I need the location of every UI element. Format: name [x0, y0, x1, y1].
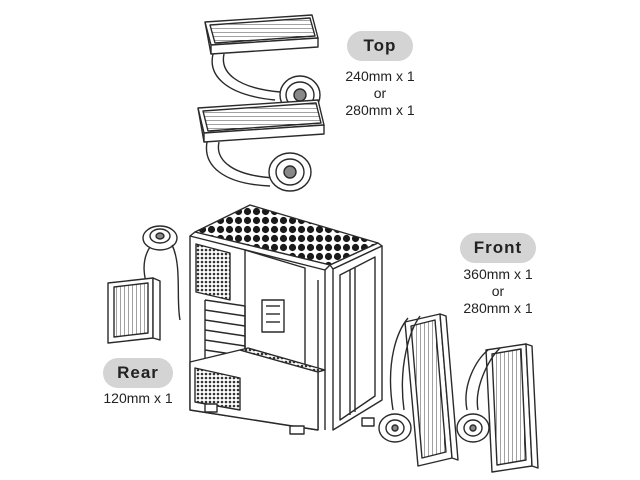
top-tubes-280	[205, 141, 277, 187]
top-spec-line-3: 280mm x 1	[345, 102, 415, 118]
front-radiator-360	[404, 313, 459, 467]
front-radiator-280	[485, 343, 539, 473]
front-tubes-280	[465, 347, 501, 411]
front-spec: 360mm x 1 or 280mm x 1	[453, 266, 543, 317]
front-pump-280	[456, 413, 490, 443]
front-pump-360	[378, 413, 412, 443]
rear-spec: 120mm x 1	[93, 390, 183, 407]
front-spec-line-1: 360mm x 1	[463, 266, 533, 282]
top-radiator-240	[204, 14, 319, 55]
top-spec: 240mm x 1 or 280mm x 1	[335, 68, 425, 119]
rear-pump	[142, 225, 178, 251]
front-spec-line-3: 280mm x 1	[463, 300, 533, 316]
top-spec-line-2: or	[373, 85, 387, 101]
top-label: Top	[347, 31, 413, 61]
rear-spec-line-1: 120mm x 1	[103, 390, 173, 406]
pc-case	[189, 204, 383, 435]
front-spec-line-2: or	[491, 283, 505, 299]
top-tubes-240	[211, 53, 281, 101]
front-label: Front	[460, 233, 536, 263]
rear-radiator-120	[107, 277, 161, 344]
top-pump-280	[268, 152, 312, 192]
front-tubes-360	[389, 315, 421, 411]
top-radiator-280	[197, 99, 325, 143]
rear-label: Rear	[103, 358, 173, 388]
top-spec-line-1: 240mm x 1	[345, 68, 415, 84]
